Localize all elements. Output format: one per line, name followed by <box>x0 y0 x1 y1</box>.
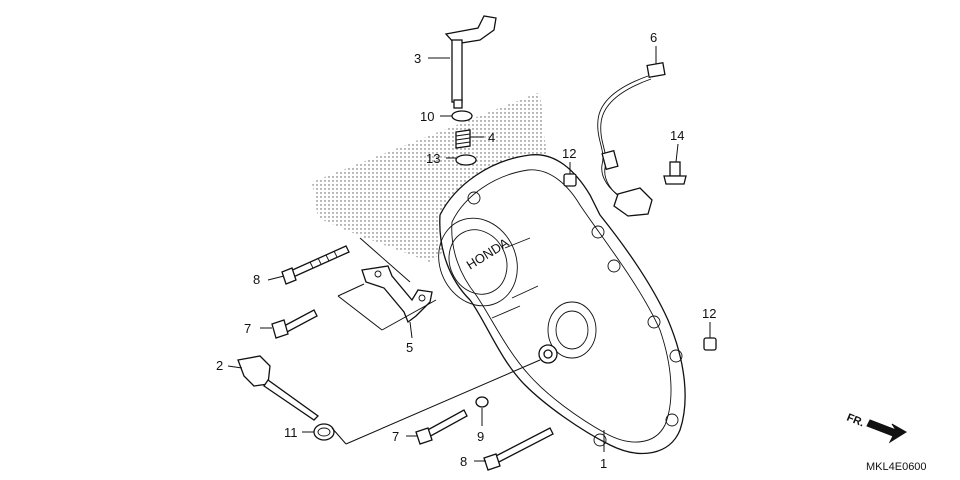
callout-7-upper: 7 <box>244 321 251 336</box>
callout-7-lower: 7 <box>392 429 399 444</box>
diagram-code: MKL4E0600 <box>866 461 927 473</box>
callout-9: 9 <box>477 429 484 444</box>
sensor-harness <box>597 61 666 217</box>
leader-lines <box>227 46 711 462</box>
engine-case-shading <box>312 92 548 262</box>
bolt-7-lower <box>415 409 468 445</box>
washer-10 <box>451 110 473 122</box>
dowel-pin-12b <box>703 337 717 351</box>
callout-3: 3 <box>414 51 421 66</box>
callout-12-upper: 12 <box>562 146 576 161</box>
callout-13: 13 <box>426 151 440 166</box>
callout-8-upper: 8 <box>253 272 260 287</box>
crankcase-cover <box>438 154 686 455</box>
callout-5: 5 <box>406 340 413 355</box>
bolt-8-upper <box>281 245 350 285</box>
bolt-7-upper <box>271 309 318 339</box>
bolt-14 <box>663 161 687 185</box>
front-direction-label: FR. <box>845 412 866 430</box>
dowel-pin-12a <box>563 173 577 187</box>
callout-2: 2 <box>216 358 223 373</box>
callout-8-lower: 8 <box>460 454 467 469</box>
callout-12-lower: 12 <box>702 306 716 321</box>
callout-10: 10 <box>420 109 434 124</box>
bolt-8-lower <box>483 427 554 471</box>
bracket-5 <box>361 265 433 324</box>
callout-6: 6 <box>650 30 657 45</box>
callout-11: 11 <box>284 425 298 440</box>
oil-seal-13 <box>455 154 477 166</box>
shift-arm <box>444 15 497 109</box>
callout-4: 4 <box>488 130 495 145</box>
front-direction-arrow <box>866 419 907 444</box>
o-ring-11 <box>313 423 335 441</box>
callout-1: 1 <box>600 456 607 471</box>
washer-9 <box>475 396 489 408</box>
callout-14: 14 <box>670 128 684 143</box>
oil-dipstick <box>237 355 320 421</box>
